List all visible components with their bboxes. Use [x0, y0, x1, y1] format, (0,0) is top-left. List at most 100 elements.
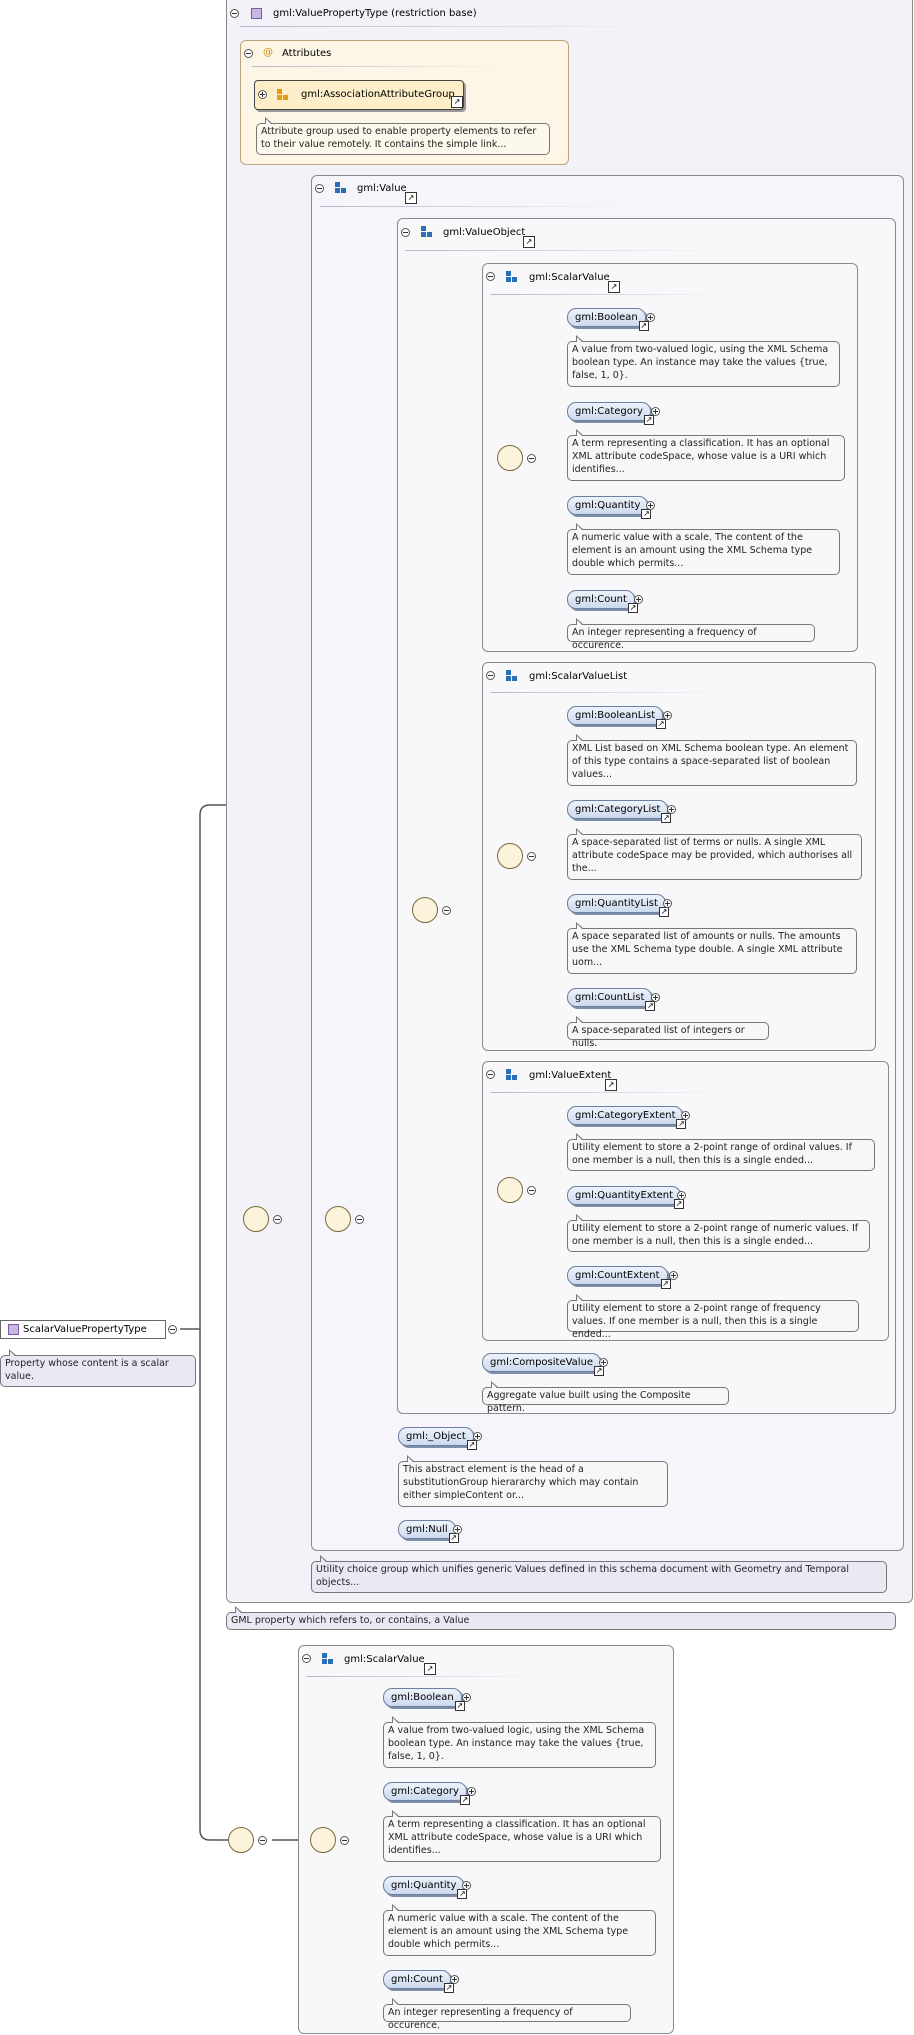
expand-icon[interactable]	[462, 1881, 471, 1890]
restriction-collapse-icon[interactable]	[230, 9, 239, 18]
expand-icon[interactable]	[258, 90, 267, 99]
element-boolean-list[interactable]: gml:BooleanList↗	[567, 706, 667, 729]
link-icon[interactable]: ↗	[656, 719, 667, 729]
choice-collapse-icon[interactable]	[273, 1215, 282, 1224]
sequence-collapse-icon[interactable]	[527, 1186, 536, 1195]
link-icon[interactable]: ↗	[608, 281, 620, 293]
sequence-collapse-icon[interactable]	[527, 852, 536, 861]
expand-icon[interactable]	[646, 501, 655, 510]
element-category-extent[interactable]: gml:CategoryExtent↗	[567, 1106, 687, 1129]
header-separator	[490, 1092, 730, 1093]
scalar-value-list-collapse-icon[interactable]	[486, 671, 495, 680]
value-collapse-icon[interactable]	[315, 184, 324, 193]
attributes-doc: Attribute group used to enable property …	[256, 117, 550, 155]
element-category[interactable]: gml:Category↗	[567, 402, 654, 425]
element-boolean[interactable]: gml:Boolean↗	[383, 1688, 465, 1711]
link-icon[interactable]: ↗	[660, 1279, 671, 1289]
attribute-group-icon	[277, 89, 289, 101]
scalar-value-collapse-icon[interactable]	[486, 272, 495, 281]
link-icon[interactable]: ↗	[448, 1533, 459, 1543]
link-icon[interactable]: ↗	[643, 415, 654, 425]
element-object[interactable]: gml:_Object↗	[398, 1427, 477, 1450]
sequence-collapse-icon[interactable]	[527, 454, 536, 463]
element-doc: This abstract element is the head of a s…	[398, 1455, 668, 1507]
expand-icon[interactable]	[467, 1787, 476, 1796]
expand-icon[interactable]	[646, 313, 655, 322]
link-icon[interactable]: ↗	[424, 1663, 436, 1675]
expand-icon[interactable]	[669, 1271, 678, 1280]
root-collapse-icon[interactable]	[168, 1325, 177, 1334]
expand-icon[interactable]	[677, 1191, 686, 1200]
link-icon[interactable]: ↗	[457, 1889, 468, 1899]
element-doc: A space separated list of amounts or nul…	[567, 922, 857, 974]
link-icon[interactable]: ↗	[443, 1983, 454, 1993]
sequence-collapse-icon[interactable]	[355, 1215, 364, 1224]
link-icon[interactable]: ↗	[658, 907, 669, 917]
link-icon[interactable]: ↗	[645, 1001, 656, 1011]
expand-icon[interactable]	[462, 1693, 471, 1702]
element-doc: Utility element to store a 2-point range…	[567, 1214, 870, 1252]
link-icon[interactable]: ↗	[605, 1079, 617, 1091]
attribute-group-box[interactable]: gml:AssociationAttributeGroup ↗	[254, 80, 464, 110]
element-doc: XML List based on XML Schema boolean typ…	[567, 734, 857, 786]
expand-icon[interactable]	[473, 1432, 482, 1441]
element-doc: A term representing a classification. It…	[567, 429, 845, 481]
link-icon[interactable]: ↗	[454, 1701, 465, 1711]
expand-icon[interactable]	[453, 1525, 462, 1534]
element-count-extent[interactable]: gml:CountExtent↗	[567, 1266, 671, 1289]
choice-collapse-icon[interactable]	[258, 1836, 267, 1845]
value-group-label: gml:Value	[357, 183, 407, 194]
link-icon[interactable]: ↗	[459, 1795, 470, 1805]
element-quantity-extent[interactable]: gml:QuantityExtent↗	[567, 1186, 685, 1209]
link-icon[interactable]: ↗	[594, 1366, 605, 1376]
link-icon[interactable]: ↗	[641, 509, 652, 519]
expand-icon[interactable]	[663, 899, 672, 908]
expand-icon[interactable]	[651, 993, 660, 1002]
element-category[interactable]: gml:Category↗	[383, 1782, 470, 1805]
attributes-collapse-icon[interactable]	[244, 49, 253, 58]
value-extent-collapse-icon[interactable]	[486, 1070, 495, 1079]
choice-compositor-icon	[243, 1206, 269, 1232]
link-icon[interactable]: ↗	[661, 813, 672, 823]
expand-icon[interactable]	[450, 1975, 459, 1984]
element-count-list[interactable]: gml:CountList↗	[567, 988, 656, 1011]
expand-icon[interactable]	[681, 1111, 690, 1120]
element-count[interactable]: gml:Count↗	[383, 1970, 454, 1993]
sequence-compositor-icon	[497, 445, 523, 471]
expand-icon[interactable]	[663, 711, 672, 720]
element-doc: An integer representing a frequency of o…	[567, 618, 815, 651]
expand-icon[interactable]	[599, 1358, 608, 1367]
element-count[interactable]: gml:Count↗	[567, 590, 638, 613]
scalar-value-2-collapse-icon[interactable]	[302, 1654, 311, 1663]
choice-collapse-icon[interactable]	[442, 906, 451, 915]
element-quantity-list[interactable]: gml:QuantityList↗	[567, 894, 669, 917]
sequence-compositor-icon	[497, 843, 523, 869]
link-icon[interactable]: ↗	[466, 1440, 477, 1450]
sequence-collapse-icon[interactable]	[340, 1836, 349, 1845]
element-null[interactable]: gml:Null↗	[398, 1520, 459, 1543]
link-icon[interactable]: ↗	[638, 321, 649, 331]
expand-icon[interactable]	[651, 407, 660, 416]
complex-type-icon	[8, 1324, 19, 1335]
expand-icon[interactable]	[634, 595, 643, 604]
element-boolean[interactable]: gml:Boolean↗	[567, 308, 649, 331]
attribute-group-label: gml:AssociationAttributeGroup	[301, 89, 455, 100]
link-icon[interactable]: ↗	[405, 192, 417, 204]
value-object-collapse-icon[interactable]	[401, 228, 410, 237]
element-composite-value[interactable]: gml:CompositeValue↗	[482, 1353, 605, 1376]
link-icon[interactable]: ↗	[676, 1119, 687, 1129]
link-icon[interactable]: ↗	[523, 236, 535, 248]
element-doc: A value from two-valued logic, using the…	[383, 1716, 656, 1768]
link-icon[interactable]: ↗	[451, 96, 463, 108]
header-separator	[240, 26, 660, 27]
expand-icon[interactable]	[667, 805, 676, 814]
link-icon[interactable]: ↗	[627, 603, 638, 613]
sequence-compositor-icon	[325, 1206, 351, 1232]
group-icon	[335, 182, 347, 194]
element-quantity[interactable]: gml:Quantity↗	[383, 1876, 468, 1899]
group-icon	[506, 670, 518, 682]
link-icon[interactable]: ↗	[674, 1199, 685, 1209]
element-quantity[interactable]: gml:Quantity↗	[567, 496, 652, 519]
root-type[interactable]: ScalarValuePropertyType	[0, 1320, 166, 1339]
element-category-list[interactable]: gml:CategoryList↗	[567, 800, 672, 823]
